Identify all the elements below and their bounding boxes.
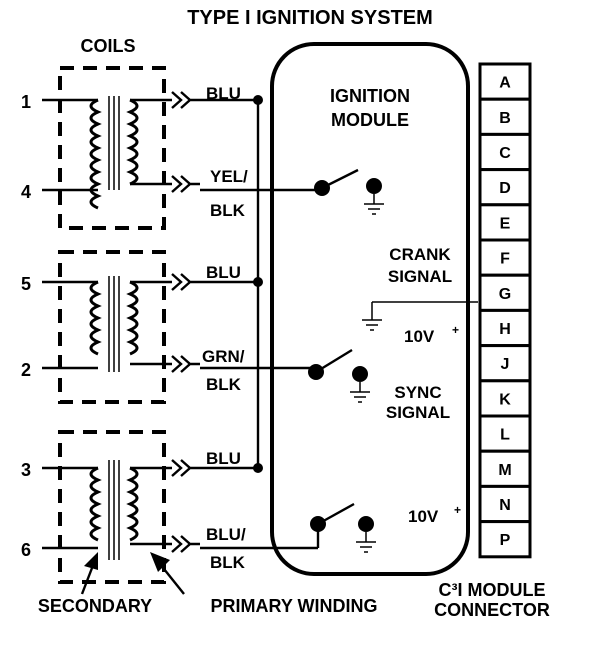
terminal-5-label: 5 (21, 274, 31, 294)
switch-1 (314, 168, 384, 215)
terminal-2-label: 2 (21, 360, 31, 380)
ignition-module-box (270, 42, 470, 576)
primary-winding-label: PRIMARY WINDING (210, 596, 377, 616)
voltage-label-2: 10V (408, 507, 439, 526)
coil-pack-3 (42, 430, 172, 584)
wire-label-coil2-bottom-b: BLK (206, 375, 242, 394)
crank-label-line1: CRANK (389, 245, 451, 264)
connector-pin-e-label: E (500, 215, 511, 232)
sync-label-line1: SYNC (394, 383, 441, 402)
wire-label-coil2-bottom-a: GRN/ (202, 347, 245, 366)
coils-label: COILS (80, 36, 135, 56)
terminal-6-label: 6 (21, 540, 31, 560)
connector-chevrons (171, 91, 200, 553)
callout-arrows (80, 552, 185, 595)
connector-pin-p-label: P (500, 532, 511, 549)
connector-pin-h-box (478, 308, 532, 348)
terminal-1-label: 1 (21, 92, 31, 112)
diagram-title: TYPE I IGNITION SYSTEM (187, 7, 433, 29)
connector-pin-n-label: N (499, 497, 511, 514)
wire-label-coil1-bottom-b: BLK (210, 201, 246, 220)
module-label-line2: MODULE (331, 110, 409, 130)
connector-pin-f-label: F (500, 251, 510, 268)
connector-pin-a-label: A (499, 75, 511, 92)
wire-label-coil3-bottom-b: BLK (210, 553, 246, 572)
switch-3 (310, 502, 376, 553)
connector-pin-e-box (478, 203, 532, 242)
crank-signal-ground (362, 301, 478, 331)
crank-label-line2: SIGNAL (388, 267, 452, 286)
coil-pack-1 (42, 66, 172, 230)
connector-pin-b-label: B (499, 110, 511, 127)
wire-label-coil3-top: BLU (206, 449, 241, 468)
connector-pin-h-label: H (499, 321, 511, 338)
connector-pin-f-box (478, 238, 532, 277)
connector-pin-k-box (478, 379, 532, 418)
wire-label-coil1-bottom-a: YEL/ (210, 167, 248, 186)
module-label-line1: IGNITION (330, 86, 410, 106)
wire-label-coil3-bottom-a: BLU/ (206, 525, 246, 544)
connector-pin-strip: A B C D E F G H J K L M N P (478, 62, 532, 559)
coil-pack-2 (42, 250, 172, 404)
connector-label-line1: C³I MODULE (439, 580, 546, 600)
wire-label-coil1-top: BLU (206, 84, 241, 103)
connector-pin-l-label: L (500, 427, 510, 444)
connector-pin-j-box (478, 344, 532, 383)
connector-pin-c-box (478, 132, 532, 172)
connector-label-line2: CONNECTOR (434, 600, 550, 620)
connector-pin-n-box (478, 484, 532, 524)
terminal-4-label: 4 (21, 182, 31, 202)
connector-pin-d-label: D (499, 180, 511, 197)
plus-sign-1: + (452, 323, 459, 337)
terminal-3-label: 3 (21, 460, 31, 480)
connector-pin-j-label: J (501, 356, 510, 373)
connector-pin-k-label: K (499, 391, 511, 408)
sync-label-line2: SIGNAL (386, 403, 450, 422)
wiring (200, 95, 322, 550)
connector-pin-g-label: G (499, 286, 511, 303)
connector-pin-m-label: M (498, 462, 511, 479)
wire-label-coil2-top: BLU (206, 263, 241, 282)
secondary-label: SECONDARY (38, 596, 152, 616)
plus-sign-2: + (454, 503, 461, 517)
connector-pin-b-box (478, 97, 532, 136)
connector-pin-c-label: C (499, 145, 511, 162)
connector-pin-p-box (478, 520, 532, 559)
switch-2 (308, 348, 370, 403)
voltage-label-1: 10V (404, 327, 435, 346)
